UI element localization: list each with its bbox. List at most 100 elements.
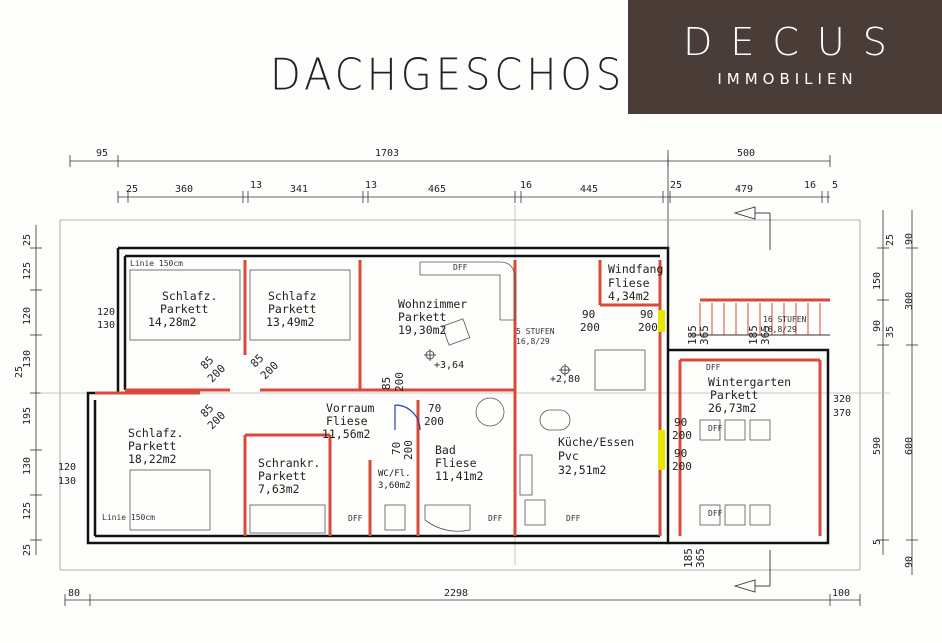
room-schlafz2-name: Schlafz [268, 289, 316, 303]
dim-left-5: 25 [14, 366, 25, 378]
brand-name: DECUS [683, 20, 905, 64]
room-kueche-floor: Pvc [558, 449, 579, 463]
dim-row2-10: 479 [735, 184, 753, 195]
fixture-dff-3: DFF [708, 509, 723, 518]
room-schlafz3-area: 18,22m2 [128, 452, 176, 466]
brand-tagline: IMMOBILIEN [717, 70, 858, 88]
stair-3-b: 365 [694, 548, 707, 568]
dim-left-2: 125 [22, 262, 33, 280]
dim-row2-2: 360 [175, 184, 193, 195]
room-kueche-area: 32,51m2 [558, 463, 606, 477]
side-right-b: 370 [833, 408, 851, 419]
door-6-a: 70 [390, 442, 403, 455]
room-windfang-floor: Fliese [608, 276, 650, 290]
side-left-bot-b: 130 [58, 476, 76, 487]
room-kueche-name: Küche/Essen [558, 435, 634, 449]
dim-right-outer-4: 90 [904, 556, 915, 568]
door-4-b: 200 [393, 372, 406, 392]
door-7-a: 90 [582, 308, 595, 321]
fixture-dff-6: DFF [348, 514, 363, 523]
fixture-dff-2: DFF [708, 424, 723, 433]
room-winter-area: 26,73m2 [708, 401, 756, 415]
room-wohn-area: 19,30m2 [398, 323, 446, 337]
dim-left-9: 25 [22, 544, 33, 556]
note-stufen-1b: 16,8/29 [516, 337, 550, 346]
room-schlafz2-floor: Parkett [268, 302, 316, 316]
dim-row2-8: 445 [580, 184, 598, 195]
section-markers [733, 206, 771, 593]
room-bad-name: Bad [435, 443, 456, 457]
dim-row2-4: 341 [290, 184, 308, 195]
room-schrank-area: 7,63m2 [258, 482, 300, 496]
level-kueche: +2,80 [550, 374, 580, 385]
entrance-markers [658, 310, 665, 470]
decus-logo: DECUS IMMOBILIEN [628, 0, 942, 114]
room-schlafz1-name: Schlafz. [162, 289, 217, 303]
door-4-a: 85 [380, 377, 393, 390]
stair-1-a: 185 [686, 325, 699, 345]
stair-2-a: 185 [747, 325, 760, 345]
dim-row2-11: 16 [804, 180, 816, 191]
dim-row2-5: 13 [365, 180, 377, 191]
dim-row2-1: 25 [126, 184, 138, 195]
room-wohn-name: Wohnzimmer [398, 297, 467, 311]
room-vorraum-name: Vorraum [326, 401, 375, 415]
room-windfang-name: Windfang [608, 262, 663, 276]
room-winter-name: Wintergarten [708, 375, 791, 389]
dim-right-outer-3: 600 [904, 437, 915, 455]
room-schlafz1-area: 14,28m2 [148, 315, 196, 329]
plan-title: DACHGESCHOS [270, 49, 626, 101]
dim-left-6: 195 [22, 407, 33, 425]
note-linie-bottom: Linie 150cm [102, 513, 155, 522]
dim-row2-3: 13 [250, 180, 262, 191]
room-schlafz3-floor: Parkett [128, 439, 176, 453]
fixture-dff-1: DFF [706, 363, 721, 372]
room-windfang-area: 4,34m2 [608, 289, 650, 303]
dim-row2-9: 25 [670, 180, 682, 191]
room-bad-area: 11,41m2 [435, 469, 483, 483]
dim-row2-6: 465 [428, 184, 446, 195]
stair-1-b: 365 [698, 325, 711, 345]
room-labels: Schlafz. Parkett 14,28m2 Schlafz Parkett… [128, 262, 791, 496]
dim-right-inner-1: 25 [885, 234, 896, 246]
dim-top-2: 1703 [375, 148, 399, 159]
dim-right-inner-3: 90 [872, 320, 883, 332]
furniture [129, 261, 771, 534]
fixture-dff-5: DFF [488, 514, 503, 523]
dim-left-1: 25 [22, 234, 33, 246]
dim-right-inner-6: 5 [872, 539, 883, 545]
side-right-a: 320 [833, 394, 851, 405]
dim-right-inner-2: 150 [872, 272, 883, 290]
door-6-b: 200 [402, 440, 415, 460]
note-stufen-2: 16 STUFEN [763, 315, 807, 324]
room-wc-area: 3,60m2 [378, 481, 411, 491]
stair-3-a: 185 [682, 548, 695, 568]
room-wohn-floor: Parkett [398, 310, 446, 324]
fixture-dff-4: DFF [566, 514, 581, 523]
dim-left-4: 130 [22, 350, 33, 368]
dim-right-outer-2: 300 [904, 292, 915, 310]
side-left-bot-a: 120 [58, 462, 76, 473]
stair-2-b: 365 [759, 325, 772, 345]
door-5-a: 70 [428, 402, 441, 415]
dim-right-inner-5: 590 [872, 437, 883, 455]
dim-bottom-3: 100 [832, 588, 850, 599]
dimension-labels: 95 1703 500 25 360 13 341 13 465 16 445 … [14, 148, 915, 599]
note-linie-top: Linie 150cm [130, 259, 183, 268]
level-markers [424, 349, 571, 376]
note-stufen-1: 5 STUFEN [516, 327, 555, 336]
door-labels: 85 200 85 200 85 200 85 200 70 200 70 20… [198, 308, 772, 568]
side-left-top-b: 130 [97, 320, 115, 331]
door-8-a: 90 [640, 308, 653, 321]
dim-bottom-1: 80 [68, 588, 80, 599]
dim-right-inner-4: 35 [885, 326, 896, 338]
door-8-b: 200 [638, 321, 658, 334]
staircase [690, 303, 830, 336]
room-winter-floor: Parkett [710, 388, 758, 402]
door-5-b: 200 [424, 415, 444, 428]
door-10-b: 200 [672, 460, 692, 473]
room-schrank-floor: Parkett [258, 469, 306, 483]
dim-row2-7: 16 [520, 180, 532, 191]
door-7-b: 200 [580, 321, 600, 334]
